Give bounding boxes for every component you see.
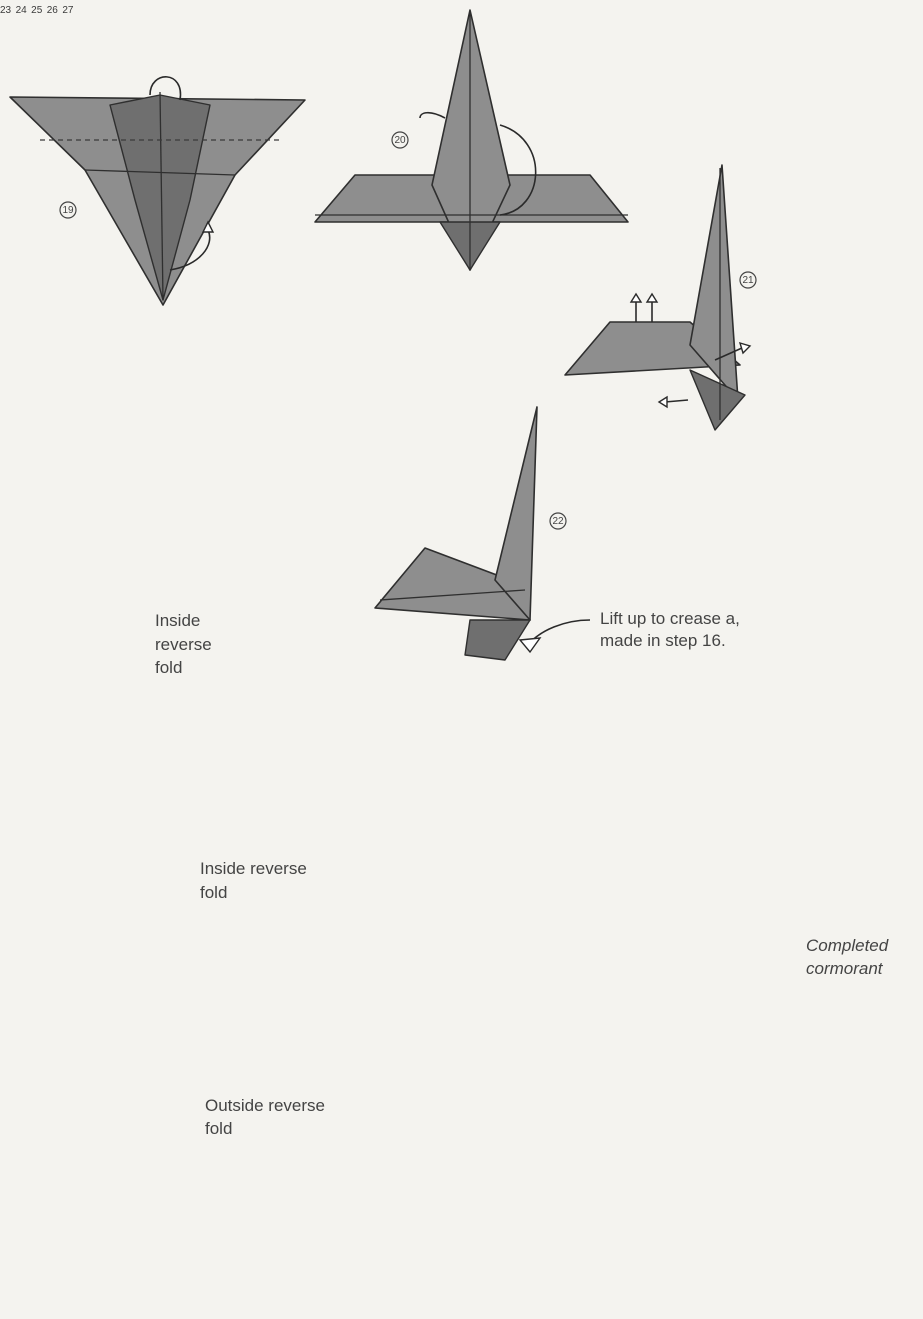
step-27-note-line1: Completed [806, 935, 888, 957]
step-25-note-line1: Outside reverse [205, 1095, 325, 1117]
step-24-note-line2: fold [200, 882, 227, 904]
step-23-note-line2: reverse [155, 634, 212, 656]
svg-text:20: 20 [394, 135, 406, 146]
step-22-note-line1: Lift up to crease a, [600, 608, 740, 630]
step-24-note-line1: Inside reverse [200, 858, 307, 880]
step-22-note-line2: made in step 16. [600, 630, 726, 652]
step-25-note-line2: fold [205, 1118, 232, 1140]
step-20-figure [315, 10, 628, 270]
step-21-number: 21 [740, 272, 756, 288]
step-20-number: 20 [392, 132, 408, 148]
step-19-figure [10, 77, 305, 305]
step-23-note-line3: fold [155, 657, 182, 679]
svg-text:22: 22 [552, 516, 564, 527]
svg-text:19: 19 [62, 205, 74, 216]
step-23-note-line1: Inside [155, 610, 200, 632]
step-22-figure [375, 407, 590, 660]
step-27-note-line2: cormorant [806, 958, 883, 980]
step-22-number: 22 [550, 513, 566, 529]
step-19-number: 19 [60, 202, 76, 218]
svg-text:21: 21 [742, 275, 754, 286]
